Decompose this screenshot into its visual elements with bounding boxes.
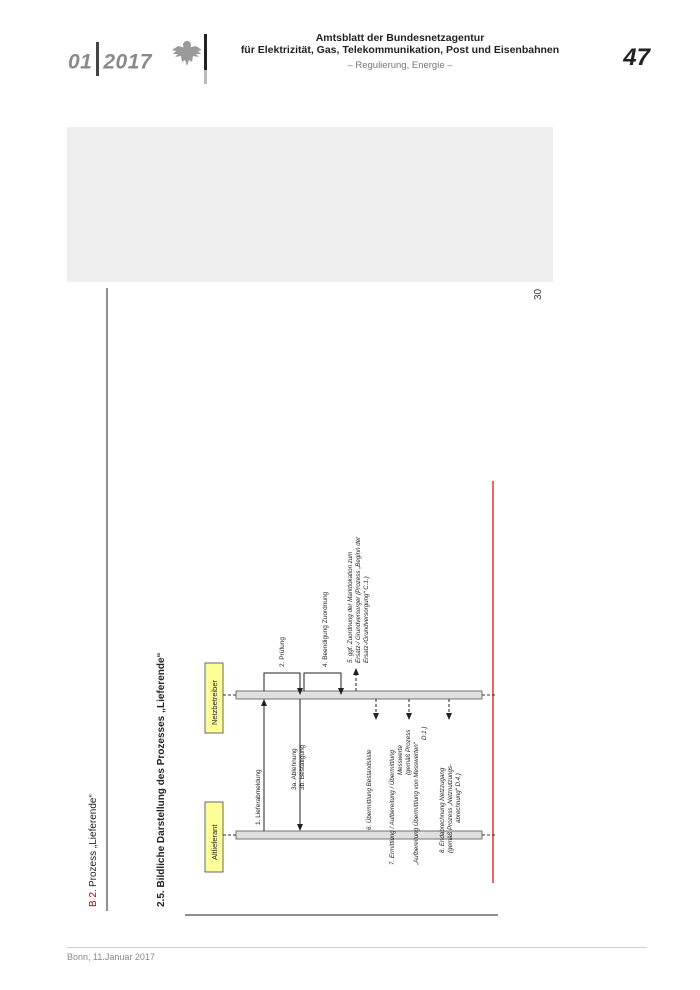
msg-4: 4. Beendigung Zuordnung: [322, 591, 329, 667]
msg-8-line1: 8. Endabrechnung Netzzugang: [439, 767, 446, 853]
msg-7-line2: Messwerte: [397, 745, 404, 775]
footer-divider: [67, 947, 647, 948]
msg-3b: 3b. Bestätigung: [299, 744, 306, 790]
issue-year: 2017: [103, 50, 153, 74]
msg-8-line2: (gemäß Prozess „Netznutzungs-: [447, 764, 454, 853]
msg-7-line3: (gemäß Prozess: [405, 730, 412, 775]
issue-number: 01: [68, 50, 93, 74]
header-divider-accent: [204, 70, 207, 84]
msg-7-line4: „Aufbereitung Übermittlung von Messwerte…: [413, 741, 420, 866]
issue-label: 01 2017: [68, 42, 153, 80]
msg-3a: 3a. Ablehnung: [291, 748, 298, 790]
section-title: Prozess „Lieferende“: [88, 794, 99, 887]
header-divider: [204, 34, 207, 70]
lane-box-netzbetreiber: [204, 662, 224, 734]
section-heading: 2.5. Bildliche Darstellung des Prozesses…: [156, 652, 167, 907]
msg-5-line1: 5. ggf. Zuordnung der Marktlokation zum: [347, 552, 354, 663]
msg-8-line3: abrechnung“ D.4.): [455, 773, 462, 823]
journal-title: Amtsblatt der Bundesnetzagentur für Elek…: [220, 32, 580, 56]
journal-title-line2: für Elektrizität, Gas, Telekommunikation…: [240, 44, 560, 56]
msg-1: 1. Lieferabmeldung: [255, 769, 262, 825]
journal-title-line1: Amtsblatt der Bundesnetzagentur: [315, 32, 485, 44]
page-number: 47: [623, 44, 650, 71]
lifeline-netzbetreiber: [235, 690, 483, 700]
msg-5-line3: Ersatz-/Grundversorgung“ C.1.): [363, 576, 370, 663]
footer-text: Bonn, 11.Januar 2017: [67, 952, 155, 962]
lane-label-netzbetreiber: Netzbetreiber: [210, 679, 219, 725]
lane-label-altlieferant: Altlieferant: [210, 824, 219, 860]
blank-grey-panel: [67, 127, 553, 282]
process-diagram: B 2. Prozess „Lieferende“ 2.5. Bildliche…: [88, 288, 498, 916]
msg-2: 2. Prüfung: [279, 637, 286, 667]
msg-7-line5: D.1.): [421, 727, 428, 740]
msg-6: 6. Übermittlung Bestandsliste: [366, 749, 373, 830]
msg-7-line1: 7. Ermittlung / Aufbereitung / Übermittl…: [389, 749, 396, 865]
federal-eagle-icon: [172, 41, 202, 66]
issue-separator: [96, 42, 100, 76]
section-prefix: B 2.: [88, 889, 99, 907]
msg-5-line2: Ersatz-/ Grundversorger (Prozess „Beginn…: [355, 536, 362, 663]
lane-box-altlieferant: [204, 801, 224, 873]
journal-subtitle: – Regulierung, Energie –: [347, 60, 453, 71]
